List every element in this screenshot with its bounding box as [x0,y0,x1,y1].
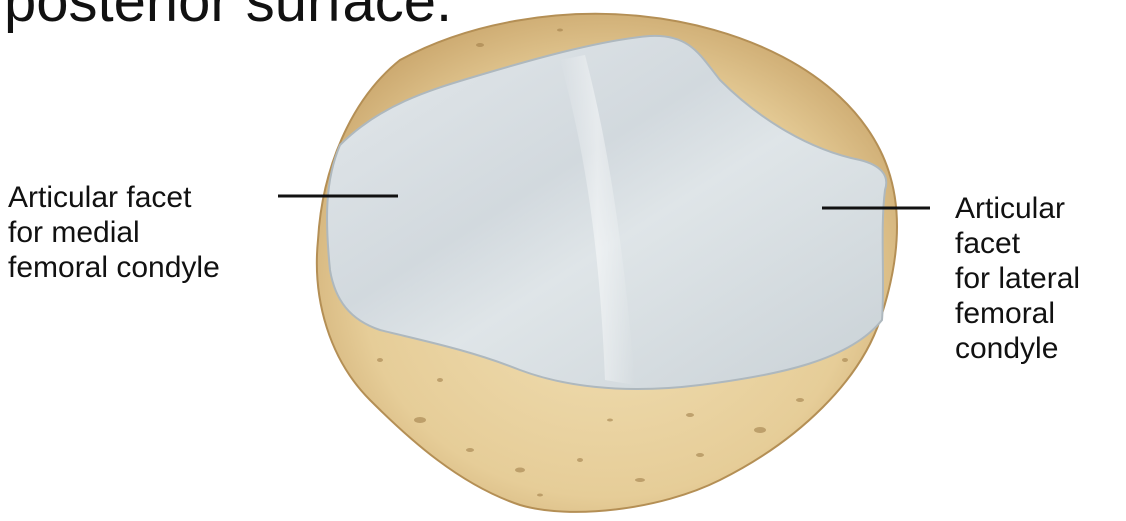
label-lateral-line: condyle [955,331,1080,366]
label-lateral-line: for lateral [955,261,1080,296]
label-medial-facet: Articular facet for medial femoral condy… [8,180,220,285]
label-lateral-line: Articular [955,191,1080,226]
label-lateral-line: femoral [955,296,1080,331]
label-medial-line: femoral condyle [8,250,220,285]
label-lateral-facet: Articular facet for lateral femoral cond… [955,191,1080,366]
label-medial-line: Articular facet [8,180,220,215]
label-medial-line: for medial [8,215,220,250]
label-lateral-line: facet [955,226,1080,261]
